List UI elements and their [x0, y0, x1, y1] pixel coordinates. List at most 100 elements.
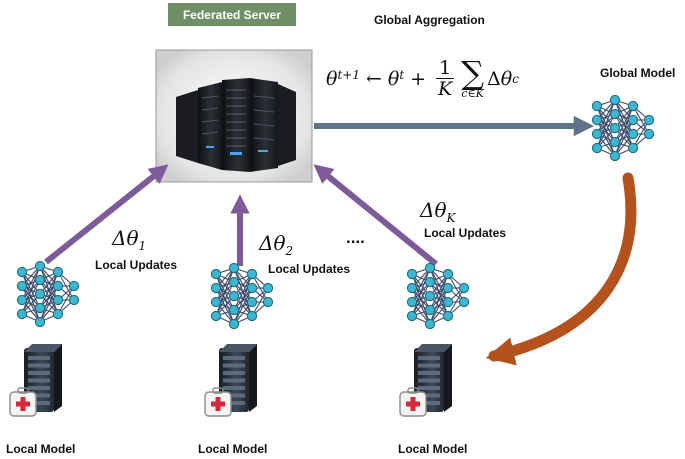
network-edge [411, 267, 431, 317]
rack-side [444, 344, 452, 412]
global-model-network-icon [591, 94, 655, 162]
local-server-icon-1 [9, 344, 62, 417]
network-node [591, 114, 603, 126]
network-node [68, 280, 80, 292]
rack-slot [28, 393, 50, 398]
network-node [34, 274, 46, 286]
upload-arrow-1 [44, 164, 169, 265]
local-updates-label-2: Local Updates [268, 262, 351, 276]
network-node [591, 100, 603, 112]
rack-slot [418, 393, 440, 398]
rack-slot [223, 356, 245, 360]
local-server-icon-k [399, 344, 452, 417]
medical-cross [406, 401, 420, 407]
rack-slot [223, 401, 245, 405]
network-node [52, 308, 64, 320]
rack-slot [418, 371, 440, 375]
network-node [442, 268, 454, 280]
rack-slot [28, 386, 50, 390]
network-node [458, 282, 470, 294]
network-node [52, 280, 64, 292]
rack-slot [28, 371, 50, 375]
network-edge [429, 273, 449, 325]
network-node [246, 310, 258, 322]
network-node [627, 142, 639, 154]
local-updates-label-1: Local Updates [95, 258, 178, 272]
local-model-label-1: Local Model [6, 442, 76, 456]
network-edge [21, 279, 41, 315]
network-edge [632, 119, 650, 149]
rack-slot [418, 363, 440, 368]
network-node [609, 122, 621, 134]
delta-theta-2: Δθ2 [259, 231, 294, 258]
network-edge [614, 105, 634, 143]
network-node [424, 290, 436, 302]
network-node [406, 310, 418, 322]
network-node [591, 128, 603, 140]
network-node [406, 282, 418, 294]
server-rack-icon [176, 78, 296, 172]
network-node [52, 266, 64, 278]
delta-theta-1: Δθ1 [112, 226, 147, 253]
rack-slot [28, 356, 50, 360]
network-node [228, 304, 240, 316]
medical-kit-handle [212, 387, 224, 394]
rack-slot [223, 371, 245, 375]
network-node [228, 276, 240, 288]
federated-server-badge: Federated Server [168, 3, 296, 26]
network-node [34, 288, 46, 300]
network-node [442, 282, 454, 294]
global-model-label: Global Model [600, 66, 676, 80]
network-node [609, 150, 621, 162]
network-node [458, 296, 470, 308]
network-node [16, 308, 28, 320]
local-network-icon-2 [210, 262, 274, 330]
rack-side [54, 344, 62, 412]
network-node [442, 310, 454, 322]
network-node [246, 268, 258, 280]
network-edge [215, 267, 235, 317]
rack-slot [418, 386, 440, 390]
network-node [210, 310, 222, 322]
network-node [246, 296, 258, 308]
rack-slot [418, 378, 440, 383]
local-updates-label-k: Local Updates [424, 226, 507, 240]
network-edge [233, 287, 253, 325]
federated-server-box [155, 49, 313, 183]
network-edge [21, 265, 41, 315]
ellipsis: .... [346, 228, 365, 247]
medical-kit-handle [407, 387, 419, 394]
network-node [406, 296, 418, 308]
network-node [16, 266, 28, 278]
network-node [406, 268, 418, 280]
network-edge [411, 281, 431, 317]
network-edge [57, 285, 75, 315]
network-node [34, 316, 46, 328]
network-node [442, 296, 454, 308]
local-network-icon-k [406, 262, 470, 330]
network-edge [39, 271, 59, 323]
network-edge [447, 287, 465, 317]
local-model-label-2: Local Model [198, 442, 268, 456]
network-node [627, 128, 639, 140]
medical-cross [16, 401, 30, 407]
return-arrow [485, 172, 637, 366]
network-node [16, 294, 28, 306]
local-model-label-k: Local Model [398, 442, 468, 456]
network-edge [614, 105, 634, 157]
local-server-icon-2 [204, 344, 257, 417]
network-node [228, 262, 240, 274]
medical-cross [211, 401, 225, 407]
rack-top [414, 344, 452, 352]
network-node [262, 282, 274, 294]
network-node [609, 94, 621, 106]
rack-slot [28, 401, 50, 405]
network-node [424, 276, 436, 288]
rack-slot [418, 401, 440, 405]
rack-slot [28, 378, 50, 383]
network-edge [233, 273, 253, 311]
rack-slot [418, 356, 440, 360]
network-node [424, 262, 436, 274]
network-node [34, 260, 46, 272]
network-node [424, 304, 436, 316]
